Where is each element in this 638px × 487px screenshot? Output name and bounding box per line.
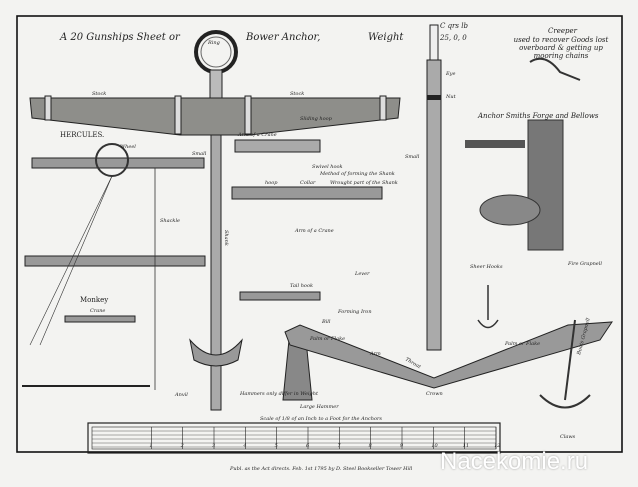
label-nut: Nut	[445, 94, 457, 100]
label-shackle: Shackle	[160, 218, 180, 224]
label-fire-grapnell: Fire Grapnell	[567, 261, 602, 267]
label-sheer-hooks: Sheer Hooks	[470, 264, 503, 270]
scale-tick-label: 4	[242, 443, 246, 449]
hercules-beam	[31, 157, 205, 169]
creeper-icon	[529, 57, 581, 81]
scale-tick-label: 6	[306, 443, 310, 449]
label-shank: Shank	[223, 230, 229, 246]
footer-publication: Publ. as the Act directs. Feb. 1st 1795 …	[229, 466, 413, 472]
weight-value: 25, 0, 0	[439, 34, 467, 42]
label-wrought: Wrought part of the Shank	[330, 180, 398, 186]
label-small: Small	[192, 151, 207, 157]
plate-border	[16, 15, 623, 453]
left-anchor-arms	[189, 338, 243, 367]
shank-top	[209, 69, 223, 101]
creeper-note: used to recover Goods lost overboard & g…	[513, 36, 609, 60]
label-palm-2: Palm or Flake	[504, 341, 540, 347]
scale-tick-label: 7	[337, 443, 341, 449]
label-monkey: Monkey	[80, 296, 108, 304]
label-stock: Stock	[92, 91, 106, 97]
label-method: Method of forming the Shank	[319, 171, 395, 177]
label-large-hammer: Large Hammer	[299, 404, 339, 410]
scale-bar	[87, 422, 501, 454]
label-claws: Claws	[560, 434, 576, 440]
label-forge: Anchor Smiths Forge and Bellows	[477, 112, 599, 120]
ring-icon	[194, 30, 238, 74]
title-weight: Weight	[368, 32, 404, 43]
scale-tick-label: 12	[494, 443, 500, 449]
watermark: Nacekomie.ru	[440, 448, 589, 475]
scale-tick-label: 1	[149, 443, 152, 449]
label-hammers: Hammers only differ in Weight	[239, 391, 319, 397]
shank-forming	[231, 186, 383, 200]
forge-chimney	[527, 119, 564, 251]
label-swivel-hook: Swivel hook	[312, 164, 343, 170]
weight-units: C qrs lb	[440, 22, 468, 30]
bellows	[479, 194, 541, 226]
label-crown: Crown	[426, 391, 443, 397]
label-crane: Crane	[90, 308, 105, 314]
title-left: A 20 Gunships Sheet or	[59, 32, 181, 43]
label-creeper: Creeper	[548, 27, 578, 35]
anvil-block	[239, 291, 321, 301]
label-sliding-hoop: Sliding hoop	[300, 116, 333, 122]
scale-tick-label: 3	[212, 443, 215, 449]
label-scale-note: Scale of 1/8 of an Inch to a Foot for th…	[260, 416, 382, 422]
stock-beam	[29, 97, 401, 136]
boats-grapnell-icon	[539, 319, 591, 409]
scale-tick-label: 5	[275, 443, 278, 449]
crane-arm	[234, 139, 321, 153]
scale-tick-label: 10	[431, 443, 438, 449]
scale-tick-label: 9	[400, 443, 404, 449]
label-palm: Palm or Flake	[309, 336, 345, 342]
crosspiece	[24, 255, 206, 267]
label-forming-iron: Forming Iron	[337, 309, 372, 315]
label-wheel: Wheel	[120, 144, 136, 150]
label-collar: Collar	[300, 180, 316, 186]
left-shank	[210, 134, 222, 411]
right-shank	[426, 59, 442, 351]
label-ring: Ring	[207, 40, 220, 46]
title-right: Bower Anchor,	[245, 32, 320, 43]
label-stock-2: Stock	[290, 91, 304, 97]
label-arm-crane: Arm of a Crane	[237, 132, 277, 138]
label-hercules: HERCULES.	[60, 131, 104, 139]
label-bill: Bill	[321, 319, 331, 325]
label-arm: Arm	[369, 351, 381, 357]
label-anvil: Anvil	[174, 392, 188, 398]
label-eye: Eye	[445, 71, 455, 77]
sheer-hook-icon	[477, 285, 499, 329]
right-anchor-arms	[284, 321, 613, 389]
label-hoop: hoop	[265, 180, 278, 186]
label-small-2: Small	[405, 154, 420, 160]
label-arm-crane-2: Arm of a Crane	[294, 228, 334, 234]
label-tail-hook: Tail hook	[290, 283, 313, 289]
scale-tick-label: 8	[369, 443, 372, 449]
scale-lines	[92, 430, 496, 448]
scale-tick-label: 11	[463, 443, 469, 449]
scale-tick-label: 2	[180, 443, 184, 449]
label-lever: Lever	[354, 271, 370, 277]
